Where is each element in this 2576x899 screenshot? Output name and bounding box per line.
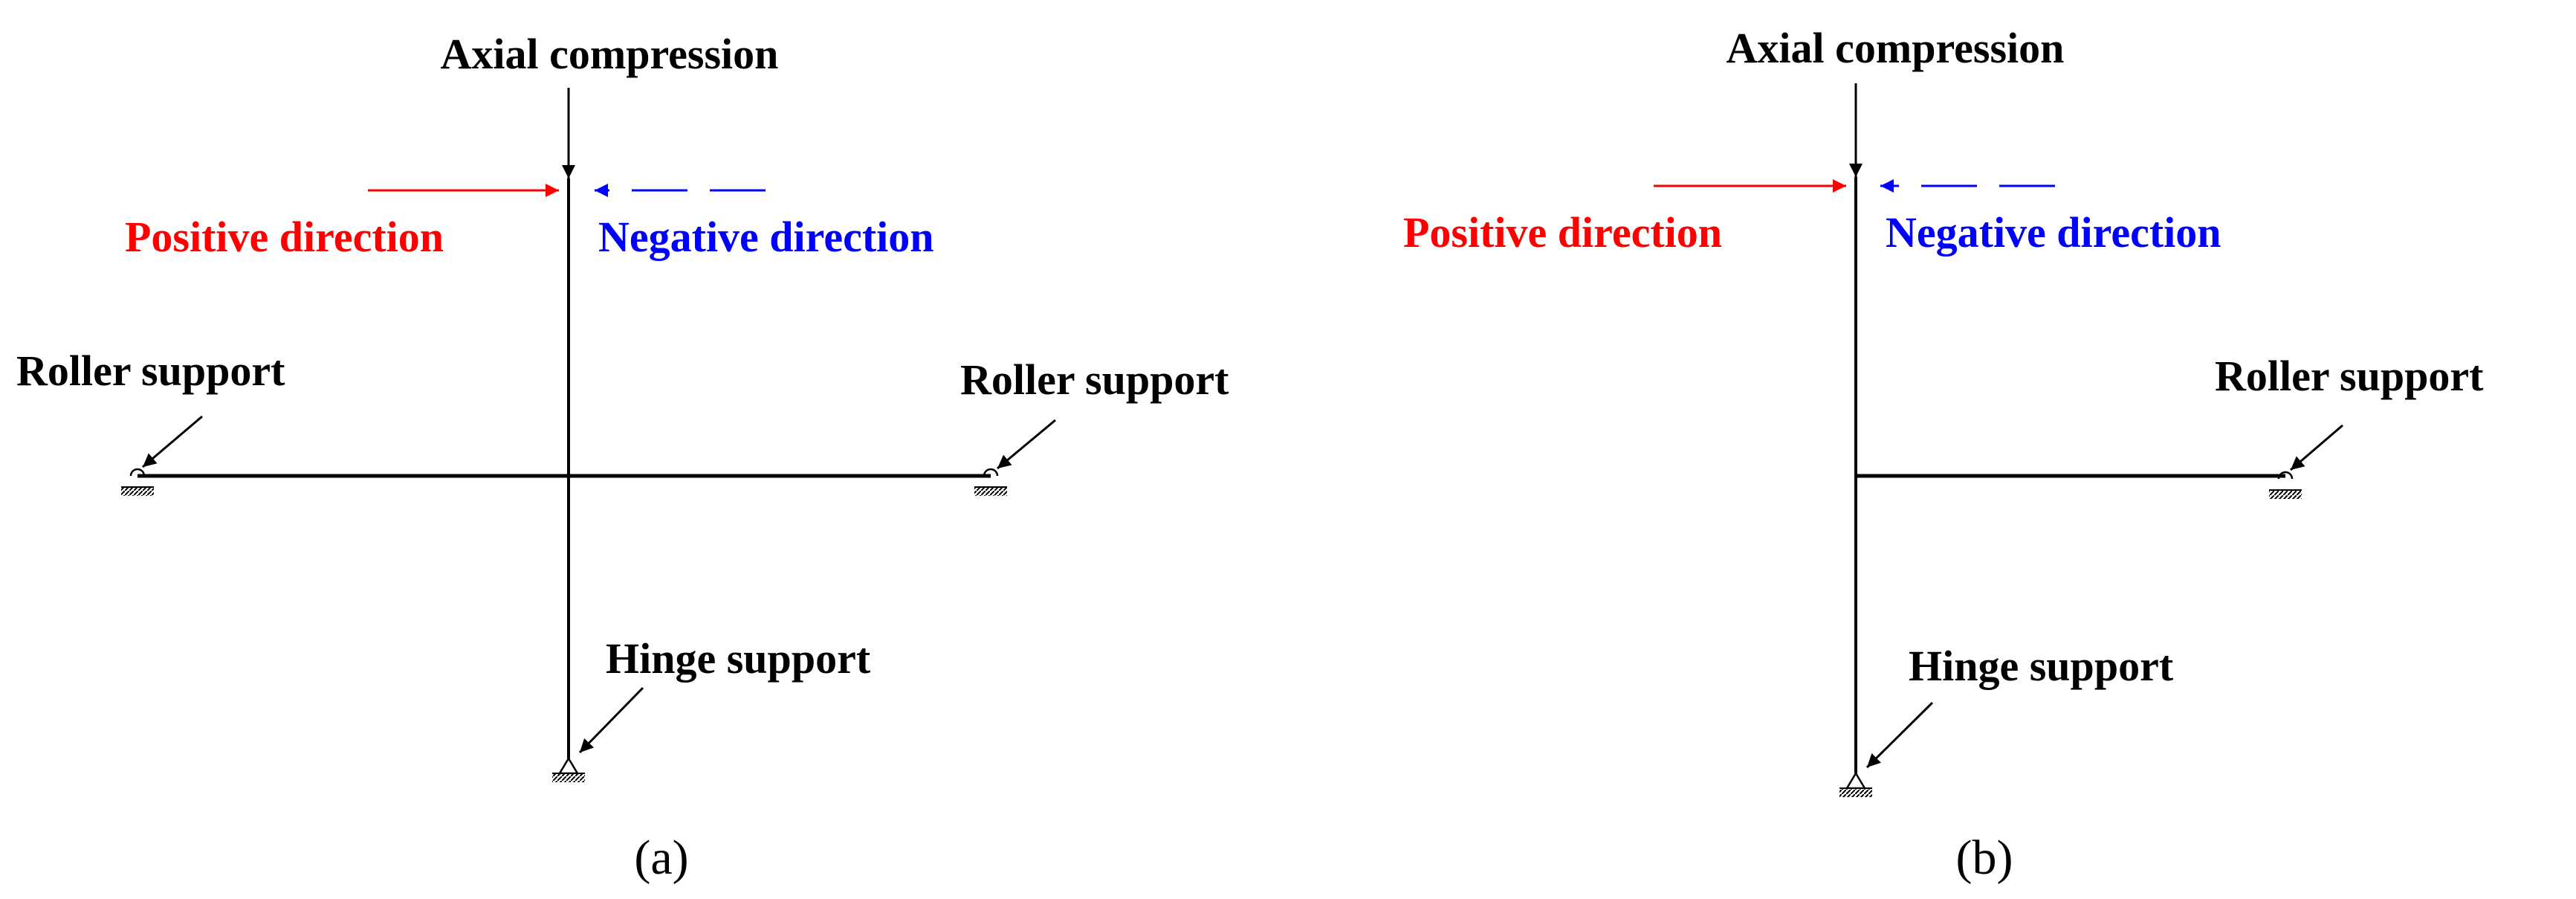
- positive-label-a: Positive direction: [125, 213, 444, 261]
- hinge-pointer-a: [578, 686, 644, 754]
- roller-label-left-a: Roller support: [16, 347, 285, 395]
- roller-label-right-b: Roller support: [2215, 352, 2484, 400]
- hinge-support-a: [552, 756, 585, 782]
- hinge-label-b: Hinge support: [1909, 642, 2174, 690]
- roller-support-left-a: [121, 468, 154, 496]
- axial-label-b: Axial compression: [1726, 24, 2065, 72]
- caption-b: (b): [1956, 831, 2013, 885]
- hinge-support-b: [1839, 771, 1872, 797]
- hinge-label-a: Hinge support: [606, 634, 871, 683]
- panel-a: Axial compression Positive direction Neg…: [16, 30, 1229, 885]
- roller-pointer-right-b: [2290, 424, 2343, 471]
- positive-label-b: Positive direction: [1403, 208, 1722, 257]
- caption-a: (a): [634, 831, 688, 885]
- roller-label-right-a: Roller support: [960, 355, 1229, 404]
- roller-support-right-b: [2269, 471, 2302, 499]
- axial-label-a: Axial compression: [441, 30, 779, 78]
- negative-label-b: Negative direction: [1886, 208, 2221, 257]
- roller-pointer-left-a: [142, 415, 203, 468]
- panel-b: Axial compression Positive direction Neg…: [1403, 24, 2484, 885]
- negative-label-a: Negative direction: [598, 213, 934, 261]
- roller-support-right-a: [974, 468, 1007, 496]
- hinge-pointer-b: [1865, 701, 1934, 769]
- roller-pointer-right-a: [997, 419, 1056, 470]
